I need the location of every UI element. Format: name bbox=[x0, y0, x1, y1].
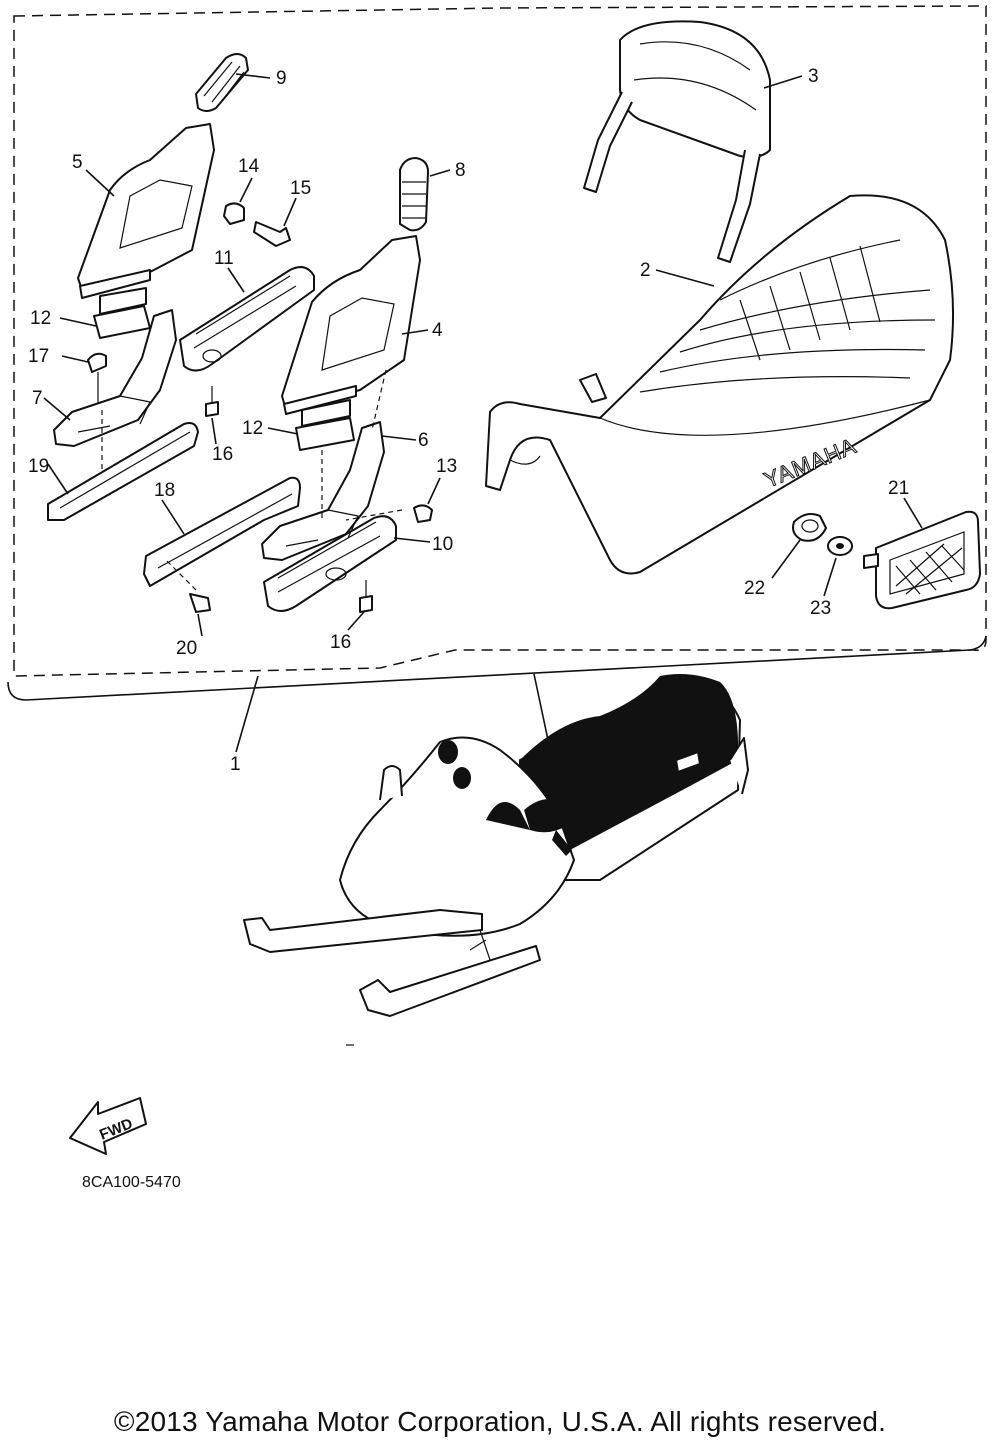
callout-15: 15 bbox=[290, 178, 311, 199]
spacer-12a bbox=[93, 287, 151, 339]
reflector bbox=[863, 510, 981, 610]
rail-18 bbox=[143, 476, 301, 587]
bracket-7 bbox=[53, 309, 177, 447]
screw-16b bbox=[359, 580, 373, 613]
callout-14: 14 bbox=[238, 156, 260, 177]
callout-1: 1 bbox=[230, 754, 241, 775]
bolt-17 bbox=[87, 352, 107, 404]
callout-23: 23 bbox=[810, 598, 831, 619]
screw-16a bbox=[205, 386, 219, 417]
callout-12a: 12 bbox=[30, 308, 51, 329]
callout-16b: 16 bbox=[330, 632, 351, 653]
callout-labels: 9 3 5 14 8 15 11 2 12 4 17 7 12 6 16 19 … bbox=[28, 66, 909, 775]
assembly-boundary bbox=[13, 5, 987, 677]
spacer-12b bbox=[295, 399, 355, 451]
callout-20: 20 bbox=[176, 638, 197, 659]
callout-17: 17 bbox=[28, 346, 49, 367]
callout-5: 5 bbox=[72, 152, 83, 173]
nut bbox=[792, 513, 827, 542]
callout-7: 7 bbox=[32, 388, 43, 409]
grip-9 bbox=[195, 53, 249, 112]
assembly-guides bbox=[101, 369, 403, 591]
callout-19: 19 bbox=[28, 456, 49, 477]
handle-grip-10 bbox=[263, 515, 397, 612]
callout-4: 4 bbox=[432, 320, 443, 341]
callout-11: 11 bbox=[214, 248, 234, 269]
callout-18: 18 bbox=[154, 480, 175, 501]
copyright-notice: ©2013 Yamaha Motor Corporation, U.S.A. A… bbox=[113, 1406, 887, 1437]
callout-6: 6 bbox=[418, 430, 429, 451]
leader-lines bbox=[43, 73, 923, 753]
grip-8 bbox=[399, 157, 429, 232]
backrest bbox=[583, 20, 771, 263]
callout-16a: 16 bbox=[212, 444, 233, 465]
handle-4 bbox=[281, 235, 421, 415]
callout-3: 3 bbox=[808, 66, 819, 87]
rail-19 bbox=[47, 422, 199, 521]
washer bbox=[827, 536, 853, 556]
handle-grip-11 bbox=[179, 266, 315, 372]
callout-8: 8 bbox=[455, 160, 466, 181]
bolt-20 bbox=[189, 593, 211, 613]
bracket-6 bbox=[261, 421, 385, 561]
callout-21: 21 bbox=[888, 478, 909, 499]
callout-10: 10 bbox=[432, 534, 453, 555]
callout-9: 9 bbox=[276, 68, 287, 89]
bolt-13 bbox=[413, 504, 433, 523]
callout-13: 13 bbox=[436, 456, 457, 477]
callout-22: 22 bbox=[744, 578, 765, 599]
bolt-14 bbox=[223, 202, 245, 225]
assembly-bracket bbox=[7, 635, 987, 701]
snowmobile bbox=[243, 673, 749, 1046]
callout-12b: 12 bbox=[242, 418, 263, 439]
fwd-arrow-icon: FWD bbox=[69, 1097, 147, 1155]
diagram-code: 8CA100-5470 bbox=[82, 1174, 181, 1191]
callout-2: 2 bbox=[640, 260, 651, 281]
handle-5 bbox=[77, 123, 215, 299]
bolt-15 bbox=[253, 221, 291, 247]
